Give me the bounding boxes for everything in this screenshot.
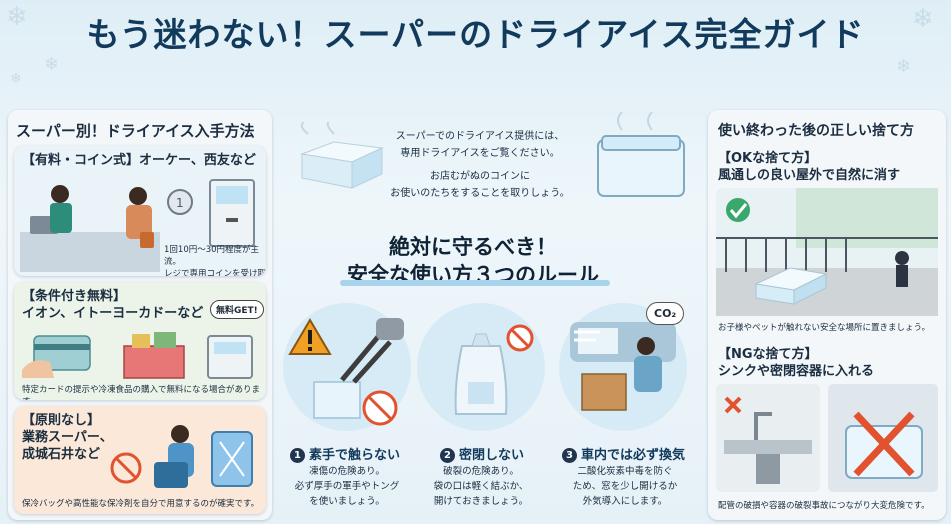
page-title: もう迷わない！スーパーのドライアイス完全ガイド: [86, 15, 865, 54]
svg-text:1: 1: [176, 196, 184, 210]
rule-number-badge: 1: [290, 448, 305, 463]
rule-3-description: 二酸化炭素中毒を防ぐ ため、窓を少し開けるか 外気導入にします。: [572, 466, 678, 507]
cooler-box-illustration: [597, 112, 685, 197]
co2-bubble: CO₂: [646, 302, 685, 325]
acquire-card-conditional: 【条件付き無料】 イオン、イトーヨーカドーなど 無料GET! 特定カードの提示や…: [14, 282, 266, 400]
card-title: 【原則なし】 業務スーパー、 成城石井など: [22, 413, 113, 462]
snowflake-icon: ❄: [44, 54, 60, 75]
rule-1-description: 凍傷の危険あり。 必ず厚手の軍手やトング を使いましょう。: [294, 466, 400, 507]
rule-2-description: 破裂の危険あり。 袋の口は軽く結ぶか、 開けておきましょう。: [433, 466, 529, 507]
card-title: 【条件付き無料】 イオン、イトーヨーカドーなど: [22, 289, 204, 321]
dry-ice-block-illustration: [300, 122, 384, 189]
card-title: 【有料・コイン式】オーケー、西友など: [22, 153, 256, 168]
no-bare-hands-illustration: [283, 303, 411, 431]
snowflake-icon: ❄: [896, 56, 912, 77]
sink-container-illustration: [716, 384, 938, 492]
card-basket-illustration: [22, 332, 253, 379]
ok-note: お子様やペットが触れない安全な場所に置きましょう。: [718, 323, 930, 333]
card-note: 特定カードの提示や冷凍食品の購入で無料になる場合があります。: [22, 385, 261, 400]
card-note: 保冷バッグや高性能な保冷剤を自分で用意するのが確実です。: [22, 499, 260, 509]
right-heading: 使い終わった後の正しい捨て方: [718, 123, 914, 139]
outdoor-balcony-illustration: [716, 188, 938, 316]
right-column-panel: 使い終わった後の正しい捨て方 【OKな捨て方】 風通しの良い屋外で自然に消す お…: [708, 110, 946, 520]
car-ventilation-illustration: [559, 303, 687, 431]
ok-title: 【OKな捨て方】 風通しの良い屋外で自然に消す: [718, 151, 901, 183]
cooler-bag-illustration: [110, 425, 253, 488]
ng-note: 配管の破損や容器の破裂事故につながり大変危険です。: [718, 501, 930, 511]
center-intro: スーパーでのドライアイス提供には、 専用ドライアイスをご覧ください。 お店むがぬ…: [390, 131, 570, 199]
ng-title: 【NGな捨て方】 シンクや密閉容器に入れる: [718, 347, 875, 379]
rules-title-underline: [340, 280, 610, 286]
cashier-illustration: 1: [20, 179, 255, 272]
snowflake-icon: ❄: [6, 2, 28, 32]
acquire-card-none: 【原則なし】 業務スーパー、 成城石井など 保冷バッグや高性能な保冷剤を自分で用…: [14, 406, 266, 514]
card-note: 1回10円〜30円程度が主流。 レジで専用コインを受け取ります。: [164, 245, 266, 276]
rule-number-badge: 3: [562, 448, 577, 463]
snowflake-icon: ❄: [10, 71, 22, 87]
no-sealing-illustration: [417, 303, 545, 431]
snowflake-icon: ❄: [912, 4, 934, 34]
left-heading: スーパー別！ドライアイス入手方法: [16, 122, 255, 140]
acquire-card-paid: 【有料・コイン式】オーケー、西友など 1 1回10円〜30円程度が主流。 レジで…: [14, 146, 266, 276]
left-column-panel: スーパー別！ドライアイス入手方法 【有料・コイン式】オーケー、西友など 1 1回…: [8, 110, 272, 520]
rule-number-badge: 2: [440, 448, 455, 463]
free-badge: 無料GET!: [210, 300, 264, 319]
